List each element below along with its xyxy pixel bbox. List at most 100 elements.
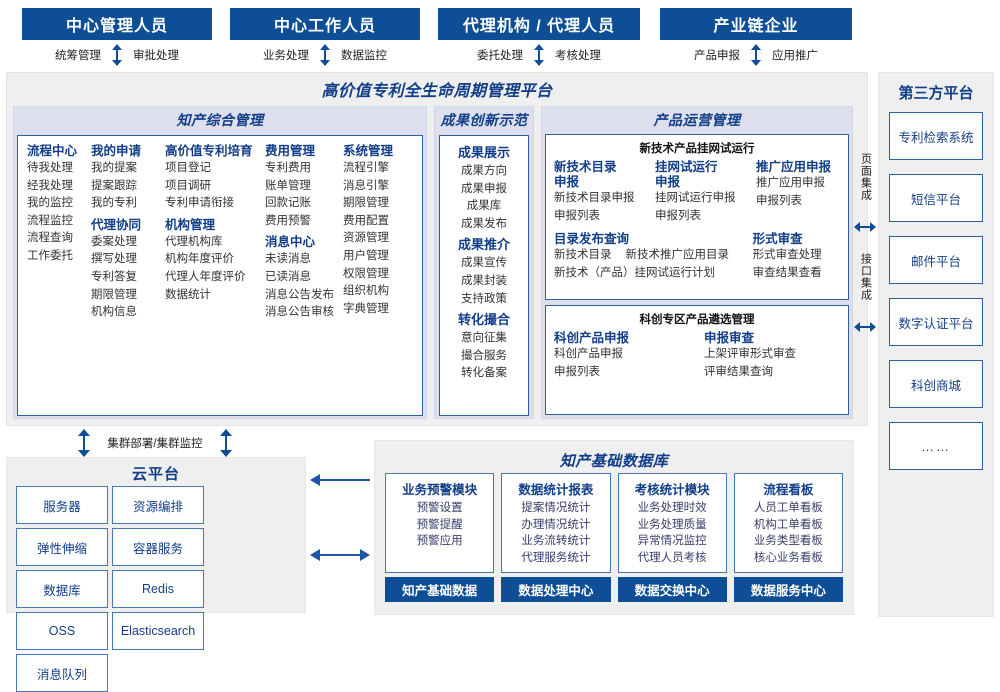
- menu-item[interactable]: 未读消息: [265, 253, 311, 266]
- menu-group-header[interactable]: 科创产品申报: [554, 331, 630, 345]
- menu-item[interactable]: 经我处理: [27, 179, 73, 192]
- menu-item[interactable]: 推广应用申报: [756, 177, 825, 189]
- menu-group-header[interactable]: 流程中心: [27, 144, 78, 158]
- menu-group-header[interactable]: 成果展示: [457, 145, 510, 160]
- menu-item[interactable]: 机构信息: [91, 306, 137, 319]
- menu-item[interactable]: 我的监控: [27, 197, 73, 210]
- database-footer-2[interactable]: 数据处理中心: [501, 577, 611, 602]
- cloud-service-5[interactable]: 数据库: [16, 570, 108, 608]
- database-item[interactable]: 预警提醒: [416, 518, 463, 531]
- menu-group-header[interactable]: 挂网试运行申报: [655, 160, 718, 189]
- database-item[interactable]: 业务类型看板: [753, 535, 823, 547]
- third-party-item-5[interactable]: 科创商城: [889, 360, 983, 408]
- database-footer-3[interactable]: 数据交换中心: [617, 577, 727, 602]
- menu-item[interactable]: 意向征集: [461, 332, 507, 345]
- menu-item[interactable]: 审查结果查看: [752, 266, 822, 279]
- menu-item[interactable]: 回款记账: [265, 197, 311, 210]
- database-item[interactable]: 业务处理时效: [637, 502, 707, 514]
- menu-item[interactable]: 项目登记: [165, 162, 211, 174]
- menu-item[interactable]: 申报列表: [655, 209, 701, 222]
- database-item[interactable]: 代理服务统计: [521, 551, 591, 564]
- database-item[interactable]: 业务处理质量: [637, 518, 707, 531]
- menu-item[interactable]: 新技术目录申报: [554, 192, 635, 204]
- database-item[interactable]: 预警设置: [416, 502, 463, 514]
- menu-item[interactable]: 工作委托: [27, 249, 73, 262]
- database-item[interactable]: 人员工单看板: [753, 502, 823, 514]
- menu-item[interactable]: 委案处理: [91, 235, 137, 248]
- menu-group-header[interactable]: 高价值专利培育: [165, 144, 253, 158]
- menu-group-header[interactable]: 成果推介: [457, 237, 510, 253]
- menu-group-header[interactable]: 目录发布查询: [554, 232, 630, 247]
- menu-item[interactable]: 新技术目录: [554, 249, 612, 262]
- menu-item[interactable]: 字典管理: [343, 302, 389, 315]
- menu-item[interactable]: 成果宣传: [461, 257, 507, 270]
- cloud-service-3[interactable]: 弹性伸缩: [16, 528, 108, 566]
- menu-item[interactable]: 申报列表: [756, 194, 802, 207]
- menu-item[interactable]: 项目调研: [165, 179, 211, 192]
- third-party-item-3[interactable]: 邮件平台: [889, 236, 983, 284]
- menu-group-header[interactable]: 转化撮合: [457, 312, 510, 328]
- third-party-item-1[interactable]: 专利检索系统: [889, 112, 983, 160]
- menu-group-header[interactable]: 代理协同: [91, 217, 142, 232]
- menu-item[interactable]: 用户管理: [343, 249, 389, 262]
- menu-group-header[interactable]: 我的申请: [91, 144, 142, 158]
- menu-item[interactable]: 机构年度评价: [165, 253, 234, 266]
- cloud-service-2[interactable]: 资源编排: [112, 486, 204, 524]
- menu-item[interactable]: 费用配置: [343, 214, 389, 227]
- menu-item[interactable]: 新技术（产品）挂网试运行计划: [554, 266, 715, 279]
- menu-item[interactable]: 消息公告发布: [265, 288, 334, 301]
- menu-group-header[interactable]: 消息中心: [265, 235, 316, 250]
- menu-item[interactable]: 代理机构库: [165, 235, 223, 248]
- menu-item[interactable]: 科创产品申报: [554, 348, 623, 360]
- menu-item[interactable]: 期限管理: [343, 197, 389, 210]
- menu-item[interactable]: 我的提案: [91, 162, 137, 174]
- menu-item[interactable]: 代理人年度评价: [165, 270, 246, 283]
- menu-item[interactable]: 新技术推广应用目录: [625, 249, 730, 262]
- cloud-service-6[interactable]: Redis: [112, 570, 204, 608]
- menu-group-header[interactable]: 费用管理: [265, 144, 316, 158]
- menu-item[interactable]: 成果封装: [461, 274, 507, 287]
- menu-group-header[interactable]: 申报审查: [704, 331, 755, 345]
- menu-item[interactable]: 待我处理: [27, 162, 73, 174]
- menu-item[interactable]: 上架评审形式审查: [704, 348, 796, 360]
- menu-item[interactable]: 资源管理: [343, 232, 389, 245]
- menu-item[interactable]: 组织机构: [343, 285, 389, 298]
- menu-group-header[interactable]: 推广应用申报: [756, 160, 832, 174]
- menu-group-header[interactable]: 形式审查: [752, 232, 803, 247]
- menu-item[interactable]: 申报列表: [554, 209, 600, 222]
- menu-item[interactable]: 我的专利: [91, 197, 137, 210]
- database-item[interactable]: 预警应用: [416, 535, 463, 547]
- database-item[interactable]: 异常情况监控: [637, 535, 707, 547]
- menu-item[interactable]: 成果方向: [461, 165, 507, 177]
- menu-item[interactable]: 撰写处理: [91, 253, 137, 266]
- cloud-service-1[interactable]: 服务器: [16, 486, 108, 524]
- database-item[interactable]: 办理情况统计: [521, 518, 591, 531]
- database-item[interactable]: 提案情况统计: [521, 502, 591, 514]
- menu-item[interactable]: 流程查询: [27, 232, 73, 245]
- menu-group-header[interactable]: 机构管理: [165, 217, 216, 232]
- menu-item[interactable]: 成果发布: [461, 217, 507, 230]
- menu-group-header[interactable]: 新技术目录申报: [554, 160, 617, 189]
- third-party-item-6[interactable]: ……: [889, 422, 983, 470]
- menu-item[interactable]: 成果库: [466, 200, 502, 213]
- menu-item[interactable]: 消息公告审核: [265, 306, 334, 319]
- menu-item[interactable]: 挂网试运行申报: [655, 192, 736, 204]
- cloud-service-8[interactable]: Elasticsearch: [112, 612, 204, 650]
- menu-item[interactable]: 数据统计: [165, 288, 211, 301]
- menu-item[interactable]: 专利费用: [265, 162, 311, 174]
- cloud-service-4[interactable]: 容器服务: [112, 528, 204, 566]
- cloud-service-7[interactable]: OSS: [16, 612, 108, 650]
- cloud-service-9[interactable]: 消息队列: [16, 654, 108, 692]
- menu-item[interactable]: 流程监控: [27, 214, 73, 227]
- menu-item[interactable]: 专利申请衔接: [165, 197, 234, 210]
- third-party-item-2[interactable]: 短信平台: [889, 174, 983, 222]
- menu-item[interactable]: 撮合服务: [461, 349, 507, 362]
- menu-item[interactable]: 形式审查处理: [752, 249, 822, 262]
- database-item[interactable]: 业务流转统计: [521, 535, 591, 547]
- third-party-item-4[interactable]: 数字认证平台: [889, 298, 983, 346]
- menu-group-header[interactable]: 系统管理: [343, 144, 394, 158]
- database-item[interactable]: 代理人员考核: [637, 551, 707, 564]
- menu-item[interactable]: 评审结果查询: [704, 365, 773, 378]
- database-item[interactable]: 核心业务看板: [753, 551, 823, 564]
- database-footer-4[interactable]: 数据服务中心: [733, 577, 843, 602]
